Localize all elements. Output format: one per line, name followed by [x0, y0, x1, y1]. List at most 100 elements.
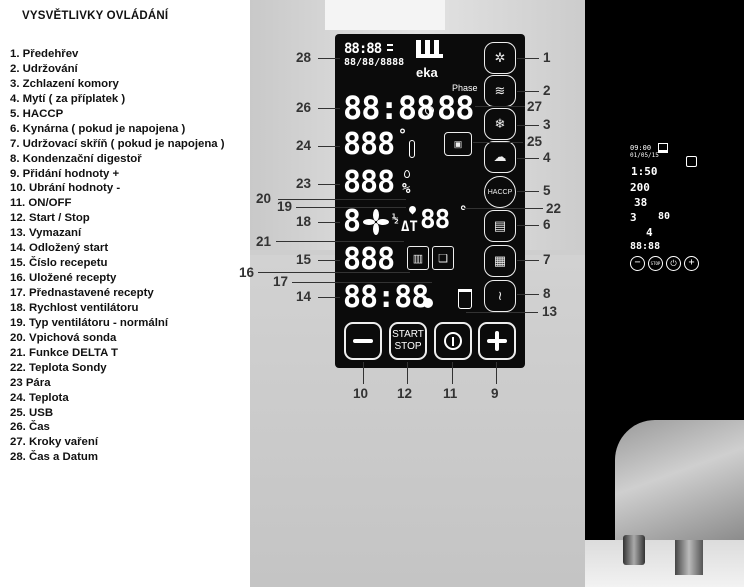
temperature-display: 888	[343, 127, 395, 162]
callout-22: 22	[546, 201, 562, 216]
legend-item: 3. Zchlazení komory	[10, 77, 119, 90]
legend-item: 7. Udržovací skříň ( pokud je napojena )	[10, 137, 225, 150]
callout-line	[258, 272, 410, 273]
mini-delay: 88:88	[630, 241, 661, 252]
fan-icon	[363, 209, 389, 235]
legend-item: 2. Udržování	[10, 62, 78, 75]
legend-item: 18. Rychlost ventilátoru	[10, 301, 139, 314]
washing-icon[interactable]: ☁	[484, 141, 516, 173]
start-stop-button[interactable]: START STOP	[389, 322, 427, 360]
legend-item: 17. Přednastavené recepty	[10, 287, 154, 299]
mini-date: 01/05/15	[630, 152, 659, 159]
callout-8: 8	[543, 286, 551, 301]
callout-line	[318, 222, 340, 223]
cooking-steps-display: 88	[437, 89, 475, 127]
callout-2: 2	[543, 83, 551, 98]
callout-line	[278, 199, 406, 200]
preset-recipes-icon[interactable]: ❑	[432, 246, 454, 270]
callout-28: 28	[296, 50, 312, 65]
oven-side-photo	[585, 0, 744, 587]
callout-line	[318, 260, 340, 261]
clock-icon	[425, 106, 434, 115]
callout-line	[363, 362, 364, 384]
trash-icon[interactable]	[458, 289, 472, 309]
steam-display: 888	[343, 165, 395, 200]
callout-9: 9	[491, 386, 499, 401]
clock-separator	[387, 44, 393, 46]
legend-list: 1. Předehřev 2. Udržování 3. Zchlazení k…	[10, 47, 225, 465]
legend-item: 13. Vymazaní	[10, 227, 82, 240]
legend-item: 8. Kondenzační digestoř	[10, 152, 142, 165]
minus-button[interactable]	[344, 322, 382, 360]
eka-logo-icon	[416, 40, 443, 58]
time-display: 88:88	[343, 89, 435, 127]
legend-item: 15. Číslo recepetu	[10, 257, 108, 270]
thermometer-icon	[409, 140, 415, 158]
legend-item: 5. HACCP	[10, 107, 64, 120]
callout-17: 17	[273, 274, 289, 289]
legend-item: 20. Vpichová sonda	[10, 331, 117, 344]
legend-item: 10. Ubrání hodnoty -	[10, 182, 121, 195]
plus-button[interactable]	[478, 322, 516, 360]
plus-icon	[487, 331, 507, 351]
mini-eka-logo-icon	[658, 143, 668, 153]
mini-minus-button[interactable]: −	[630, 256, 645, 271]
callout-7: 7	[543, 252, 551, 267]
minus-icon	[353, 339, 373, 343]
power-button[interactable]	[434, 322, 472, 360]
callout-1: 1	[543, 50, 551, 65]
fan-speed-display: 8	[343, 204, 361, 239]
legend-item: 26. Čas	[10, 421, 50, 434]
callout-15: 15	[296, 252, 312, 267]
callout-line	[318, 108, 340, 109]
door-reflection	[325, 0, 445, 30]
callout-27: 27	[527, 99, 543, 114]
mini-fan: 3	[630, 211, 637, 224]
hold-icon[interactable]: ≋	[484, 75, 516, 107]
recipe-number-display: 888	[343, 242, 395, 277]
callout-line	[496, 362, 497, 384]
mini-start-stop-button[interactable]: STOP	[648, 256, 663, 271]
floor-surface	[585, 540, 744, 587]
callout-18: 18	[296, 214, 312, 229]
callout-line	[276, 241, 404, 242]
holding-cabinet-icon[interactable]: ▦	[484, 245, 516, 277]
callout-5: 5	[543, 183, 551, 198]
proofer-icon[interactable]: ▤	[484, 210, 516, 242]
legend-item: 11. ON/OFF	[10, 197, 72, 210]
callout-25: 25	[527, 134, 543, 149]
legend-item: 22. Teplota Sondy	[10, 361, 107, 374]
mini-probe: 80	[658, 211, 671, 222]
callout-24: 24	[296, 138, 312, 153]
condensing-hood-icon[interactable]: ≀	[484, 280, 516, 312]
callout-line	[473, 142, 523, 143]
probe-temperature-unit: °	[459, 204, 468, 220]
legend-item: 28. Čas a Datum	[10, 451, 98, 464]
callout-6: 6	[543, 217, 551, 232]
mini-plus-button[interactable]: +	[684, 256, 699, 271]
legend-item: 16. Uložené recepty	[10, 272, 117, 285]
callout-line	[463, 208, 543, 209]
mini-preheat-icon	[686, 156, 697, 167]
callout-26: 26	[296, 100, 312, 115]
preheat-icon[interactable]: ✲	[484, 42, 516, 74]
brand-label: eka	[416, 65, 438, 80]
steam-unit: %	[402, 181, 411, 197]
callout-11: 11	[443, 386, 458, 401]
legend-item: 9. Přidání hodnoty +	[10, 167, 120, 180]
callout-3: 3	[543, 117, 551, 132]
mini-power-button[interactable]: ⏻	[666, 256, 681, 271]
callout-16: 16	[239, 265, 255, 280]
callout-19: 19	[277, 199, 293, 214]
callout-line	[517, 91, 539, 92]
chamber-cooling-icon[interactable]: ❄	[484, 108, 516, 140]
callout-line	[452, 362, 453, 384]
legend-item: 21. Funkce DELTA T	[10, 346, 119, 359]
callout-10: 10	[353, 386, 369, 401]
callout-line	[292, 282, 432, 283]
callout-line	[517, 225, 539, 226]
callout-line	[517, 260, 539, 261]
saved-recipes-icon[interactable]: ▥	[407, 246, 429, 270]
haccp-icon[interactable]: HACCP	[484, 176, 516, 208]
callout-line	[318, 184, 340, 185]
